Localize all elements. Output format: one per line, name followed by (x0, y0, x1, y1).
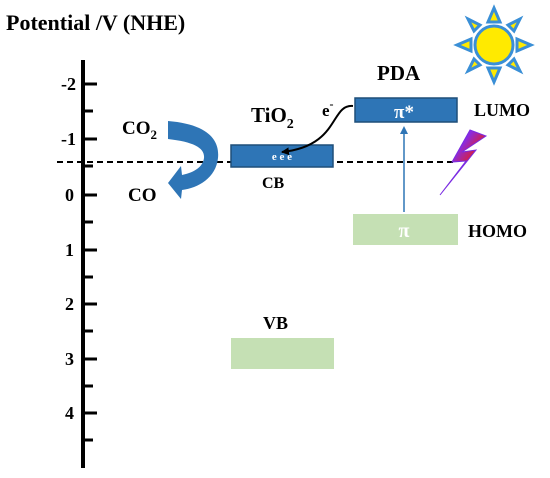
pda-homo-band (353, 214, 458, 245)
tio2-vb-band (231, 338, 334, 369)
tick-label: 3 (65, 349, 74, 369)
tio2-label: TiO2 (251, 103, 294, 132)
co2-label: CO2 (122, 118, 157, 142)
pi-star-label: π* (394, 102, 414, 123)
pda-lumo-band (354, 97, 458, 123)
lightning-icon (439, 129, 488, 196)
tick-label: 2 (65, 294, 74, 314)
tick-label: -2 (61, 74, 76, 94)
axis-ticks (83, 82, 97, 442)
co2-reduction-arrow (168, 121, 219, 199)
electron-transfer-arrow (281, 104, 354, 156)
pda-label: PDA (377, 61, 421, 85)
tick-label: 4 (65, 403, 74, 423)
electron-label: e- (322, 97, 334, 120)
tick-label: 1 (65, 240, 74, 260)
axis-title: Potential /V (NHE) (6, 10, 185, 35)
tio2-cb-band (230, 144, 334, 168)
vb-label: VB (263, 313, 288, 333)
lumo-label: LUMO (474, 100, 530, 120)
sun-icon (453, 4, 535, 86)
co-label: CO (128, 185, 157, 206)
pi-label: π (399, 220, 410, 242)
cb-label: CB (262, 175, 285, 192)
cb-electrons: e e e (272, 151, 292, 163)
homo-label: HOMO (468, 221, 527, 241)
tick-label: 0 (65, 185, 74, 205)
tick-label: -1 (61, 129, 76, 149)
